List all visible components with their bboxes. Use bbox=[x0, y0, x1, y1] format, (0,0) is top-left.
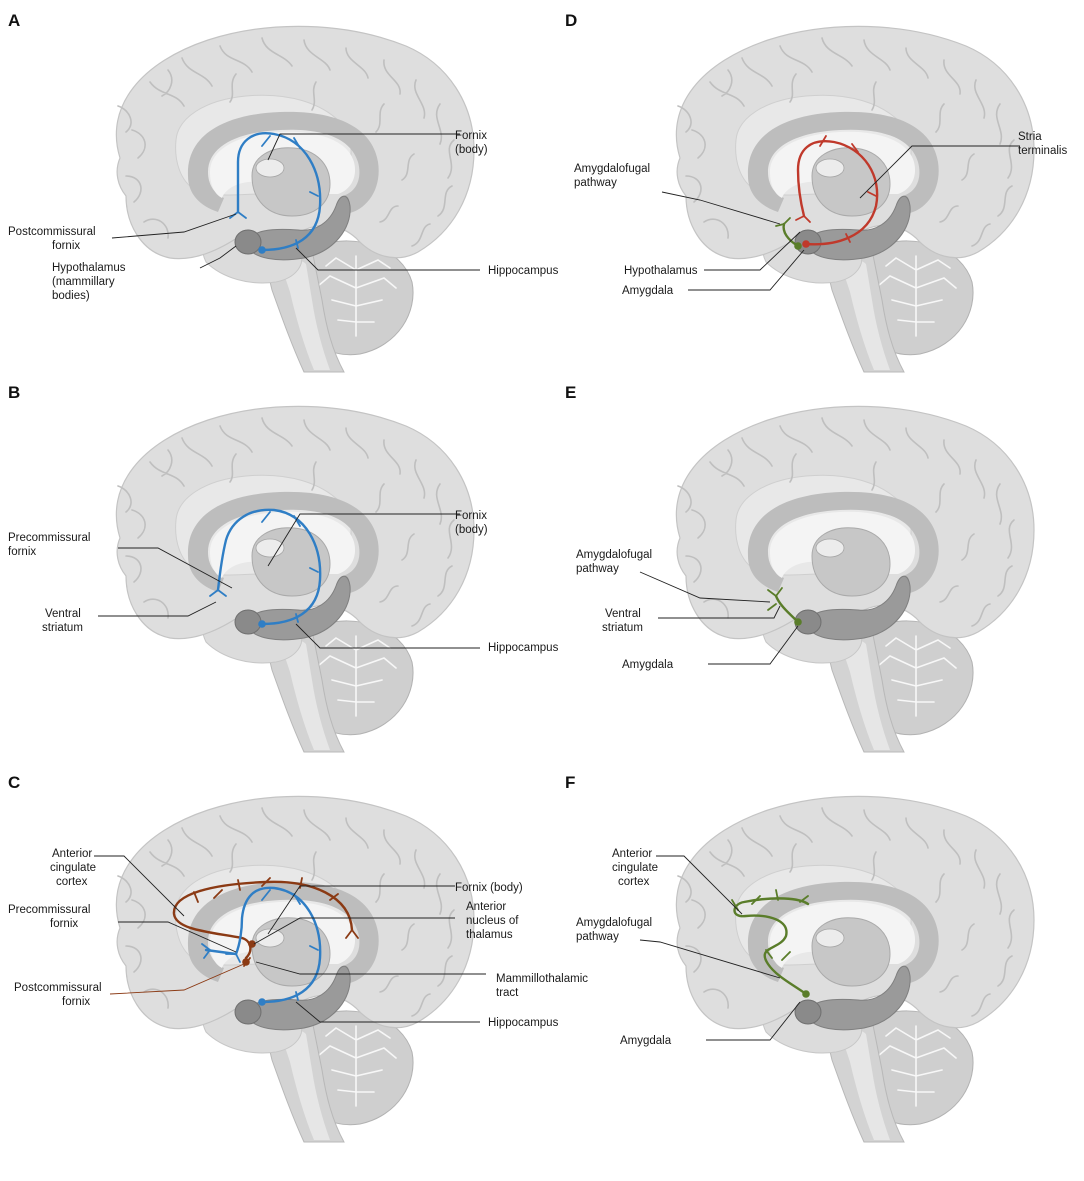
svg-text:Hypothalamus: Hypothalamus bbox=[624, 265, 698, 277]
fornix-tract-b bbox=[209, 508, 322, 628]
cingulate-tract-c bbox=[172, 877, 359, 967]
fornix-tract-c bbox=[201, 886, 322, 1006]
brain-illustration-d bbox=[675, 25, 1035, 373]
panel-letter-e: E bbox=[565, 383, 576, 402]
panel-letter-b: B bbox=[8, 383, 20, 402]
label-amygdala-d: Amygdala bbox=[622, 249, 805, 297]
panel-letter-d: D bbox=[565, 11, 577, 30]
amygdalofugal-tract-d bbox=[775, 217, 802, 250]
brain-illustration-e bbox=[675, 405, 1035, 753]
panel-letter-f: F bbox=[565, 773, 575, 792]
amygdalofugal-tract-f bbox=[731, 889, 810, 998]
panel-letter-a: A bbox=[8, 11, 20, 30]
svg-text:Hippocampus: Hippocampus bbox=[488, 265, 559, 277]
svg-text:Fornix(body): Fornix(body) bbox=[455, 510, 488, 536]
brain-illustration-a bbox=[115, 25, 475, 373]
label-hippocampus-c: Hippocampus bbox=[295, 1001, 559, 1029]
fornix-tract-a bbox=[229, 132, 322, 254]
brain-illustration-f bbox=[675, 795, 1035, 1143]
label-hypothalamus-d: Hypothalamus bbox=[624, 231, 801, 277]
svg-text:Amygdala: Amygdala bbox=[622, 285, 674, 297]
amygdalofugal-tract-e bbox=[767, 587, 802, 626]
svg-text:Hippocampus: Hippocampus bbox=[488, 1017, 559, 1029]
label-fornix-body-a: Fornix(body) bbox=[267, 130, 488, 161]
svg-text:Amygdala: Amygdala bbox=[620, 1035, 672, 1047]
label-hippocampus-b: Hippocampus bbox=[295, 623, 559, 654]
label-amygdala-e: Amygdala bbox=[622, 625, 799, 671]
svg-text:Hippocampus: Hippocampus bbox=[488, 642, 559, 654]
stria-tract-d bbox=[795, 135, 879, 248]
label-hippocampus-a: Hippocampus bbox=[295, 247, 559, 277]
label-fornix-body-b: Fornix(body) bbox=[267, 510, 488, 567]
panel-letter-c: C bbox=[8, 773, 20, 792]
svg-text:Fornix (body): Fornix (body) bbox=[455, 882, 523, 894]
svg-text:Fornix(body): Fornix(body) bbox=[455, 130, 488, 156]
brain-illustration-b bbox=[115, 405, 475, 753]
label-amygdala-f: Amygdala bbox=[620, 1001, 801, 1047]
label-fornix-body-c: Fornix (body) bbox=[267, 882, 523, 935]
brain-illustration-c bbox=[115, 795, 475, 1143]
svg-text:Amygdala: Amygdala bbox=[622, 659, 674, 671]
